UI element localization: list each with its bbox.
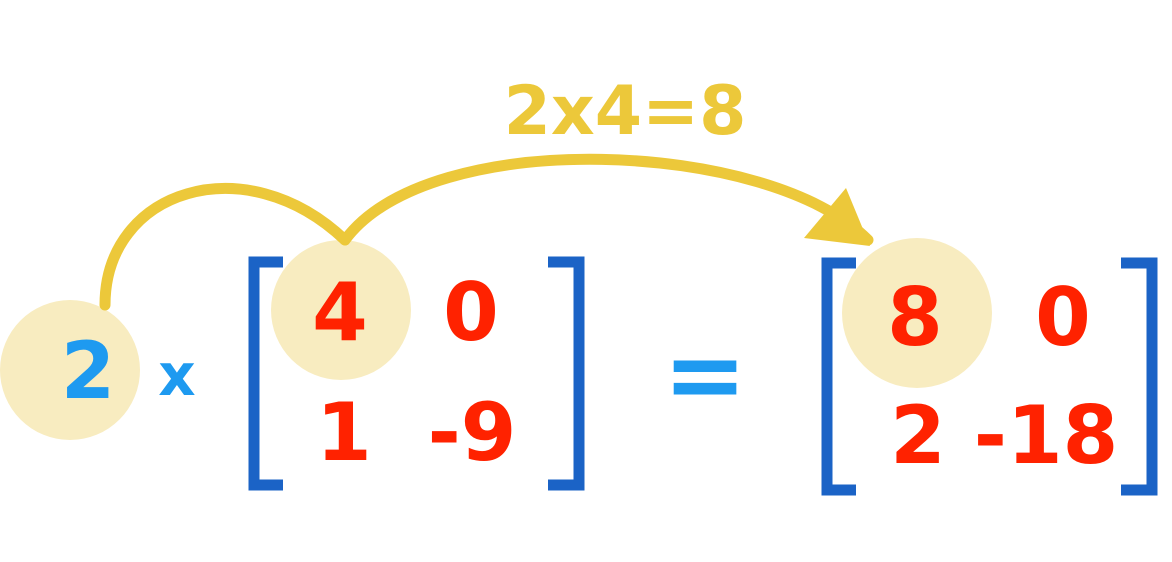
times-sign: x [158, 341, 196, 409]
input-matrix-left-bracket [248, 256, 283, 491]
input-entry-highlight-circle [271, 240, 411, 380]
result-matrix-r1c1: 8 [887, 271, 943, 364]
result-matrix-right-bracket [1121, 257, 1158, 496]
result-matrix-r1c2: 0 [1035, 271, 1091, 364]
result-entry-highlight-circle [842, 238, 992, 388]
multiplication-annotation: 2x4=8 [503, 72, 747, 151]
scalar-value: 2 [60, 327, 116, 417]
input-matrix-r2c1: 1 [316, 386, 372, 479]
input-matrix-right-bracket [548, 256, 585, 491]
input-matrix-r1c1: 4 [312, 266, 368, 359]
equals-sign: = [663, 316, 747, 433]
scalar-highlight-circle [0, 300, 140, 440]
input-matrix-r2c2: -9 [427, 386, 517, 479]
arrowhead-icon [804, 188, 870, 246]
result-matrix-left-bracket [821, 257, 856, 496]
scalar-to-entry-arrow [99, 183, 351, 311]
entry-to-result-arrow [339, 153, 874, 246]
result-matrix-r2c1: 2 [890, 389, 946, 482]
result-matrix-r2c2: -18 [973, 389, 1119, 482]
input-matrix-r1c2: 0 [443, 266, 499, 359]
